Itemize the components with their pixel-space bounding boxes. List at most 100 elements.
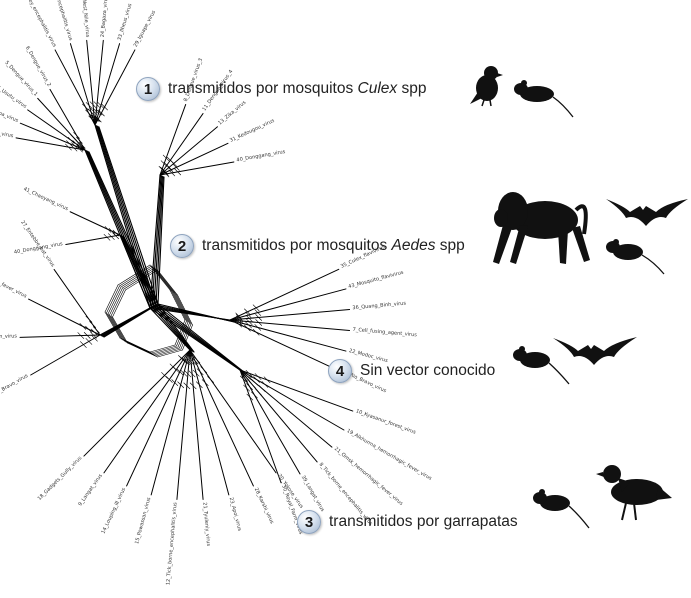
network-edge bbox=[173, 367, 179, 373]
network-edge bbox=[98, 127, 156, 306]
group-4-text: Sin vector conocido bbox=[360, 362, 495, 380]
tip-label: 21_Tyuleniy_virus bbox=[201, 502, 211, 547]
tip-label: 42_Kokobera_virus bbox=[0, 125, 14, 139]
tip-label: 31_Kedougou_virus bbox=[229, 118, 276, 144]
tip-label: 12_Tick_borne_encephalitis_virus bbox=[165, 502, 178, 586]
network-edge bbox=[193, 370, 199, 376]
tip-label: 16_Yellow_fever_virus bbox=[0, 270, 28, 300]
network-edge bbox=[90, 322, 96, 328]
group-2-genus: Aedes bbox=[392, 237, 436, 254]
network-edge bbox=[247, 394, 253, 400]
tip-label: 1_Murray_Valley_encephalitis_virus bbox=[11, 0, 58, 49]
network-edge bbox=[259, 386, 265, 392]
network-edge bbox=[16, 138, 85, 150]
network-edge bbox=[253, 305, 259, 311]
network-edge bbox=[240, 370, 300, 474]
network-edge bbox=[84, 350, 190, 456]
network-edge bbox=[66, 235, 120, 245]
tip-label: 15_Powassan_virus bbox=[134, 496, 152, 544]
tip-label: 37_Wesselsbron_virus bbox=[0, 333, 17, 341]
rodent-icon bbox=[606, 239, 664, 274]
tip-label: 13_Zika_virus bbox=[217, 100, 247, 127]
group-1-genus: Culex bbox=[358, 80, 398, 97]
network-edge bbox=[256, 389, 262, 395]
primate-icon bbox=[493, 192, 590, 264]
network-edge bbox=[71, 135, 77, 141]
network-edge bbox=[197, 369, 203, 375]
network-edge bbox=[196, 382, 202, 388]
network-edge bbox=[86, 102, 92, 108]
group-3-text: transmitidos por garrapatas bbox=[329, 513, 518, 531]
network-edge bbox=[150, 345, 175, 352]
group-3-label: 3 transmitidos por garrapatas bbox=[297, 510, 518, 534]
tip-label: 18_Gadgets_Gully_virus bbox=[37, 455, 84, 502]
group-2-label: 2 transmitidos por mosquitos Aedes spp bbox=[170, 234, 465, 258]
tip-label: 17_Rio_Bravo_virus bbox=[0, 373, 29, 403]
network-edge bbox=[86, 316, 92, 322]
network-edge bbox=[156, 349, 181, 356]
tip-label: 4_West_Nile_virus bbox=[80, 0, 90, 38]
tip-label: 26_Aroa_virus bbox=[0, 105, 19, 124]
group-4-number: 4 bbox=[328, 359, 352, 383]
network-edge bbox=[153, 347, 178, 354]
tip-label: 23_Apoi_virus bbox=[228, 497, 243, 532]
network-edge bbox=[202, 380, 208, 386]
network-edge bbox=[264, 377, 270, 383]
group-2-suffix: spp bbox=[435, 237, 464, 254]
network-edge bbox=[208, 376, 214, 382]
group-2-text: transmitidos por mosquitos bbox=[202, 237, 392, 254]
network-edge bbox=[111, 289, 124, 316]
network-edge bbox=[95, 125, 150, 308]
tip-label: 39_Langat_virus bbox=[300, 475, 326, 514]
network-edge bbox=[190, 350, 253, 486]
group-3-number: 3 bbox=[297, 510, 321, 534]
split-network-tree bbox=[16, 40, 353, 499]
network-edge bbox=[173, 164, 179, 170]
network-edge bbox=[105, 285, 118, 312]
rodent-icon bbox=[533, 489, 589, 528]
tip-label: 28_Karshi_virus bbox=[253, 487, 275, 525]
network-edge bbox=[107, 286, 120, 313]
network-edge bbox=[201, 367, 207, 373]
network-edge bbox=[158, 270, 178, 295]
tip-label: 36_Quang_Binh_virus bbox=[352, 301, 406, 312]
network-edge bbox=[262, 381, 268, 387]
tip-label: 24_Bagaza_virus bbox=[100, 0, 110, 38]
network-edge bbox=[166, 376, 172, 382]
network-edge bbox=[80, 323, 86, 329]
group-1-label: 1 transmitidos por mosquitos Culex spp bbox=[136, 77, 426, 101]
bird-icon bbox=[470, 66, 503, 106]
bat-icon bbox=[553, 337, 637, 365]
network-edge bbox=[128, 343, 158, 357]
network-edge bbox=[160, 162, 234, 175]
network-edge bbox=[127, 350, 190, 486]
bat-icon bbox=[606, 199, 688, 226]
group-1-suffix: spp bbox=[397, 80, 426, 97]
group-2-number: 2 bbox=[170, 234, 194, 258]
network-edge bbox=[98, 110, 104, 116]
network-edge bbox=[82, 104, 88, 110]
tip-label: 25_Usutu_virus bbox=[0, 83, 28, 110]
tip-label: 29_Iguape_virus bbox=[133, 9, 158, 48]
tip-label: 33_Ilheus_virus bbox=[117, 2, 134, 41]
tip-label: 43_Mosquito_flavivirus bbox=[348, 269, 405, 290]
rodent-icon bbox=[513, 346, 569, 384]
network-edge bbox=[80, 342, 86, 348]
tip-label: 7_Cell_fusing_agent_virus bbox=[352, 327, 417, 339]
group-1-text: transmitidos por mosquitos bbox=[168, 80, 358, 97]
seabird-icon bbox=[596, 465, 672, 520]
tip-label: 40_Donggang_virus bbox=[236, 149, 286, 164]
rodent-icon bbox=[514, 80, 573, 117]
network-edge bbox=[253, 329, 259, 335]
network-edge bbox=[86, 338, 92, 344]
network-edge bbox=[104, 350, 190, 473]
tip-label: 14_Louping_ill_virus bbox=[101, 487, 128, 535]
network-edge bbox=[68, 137, 74, 143]
tip-label: 10_Kyasanur_forest_virus bbox=[355, 408, 417, 435]
tip-label: 41_Chaoyang_virus bbox=[22, 186, 69, 212]
network-edge bbox=[151, 350, 190, 495]
tip-label: 19_Alkhurma_hemorrhagic_fever_virus bbox=[346, 428, 433, 482]
group-1-number: 1 bbox=[136, 77, 160, 101]
network-edge bbox=[31, 335, 100, 375]
network-edge bbox=[108, 287, 121, 314]
